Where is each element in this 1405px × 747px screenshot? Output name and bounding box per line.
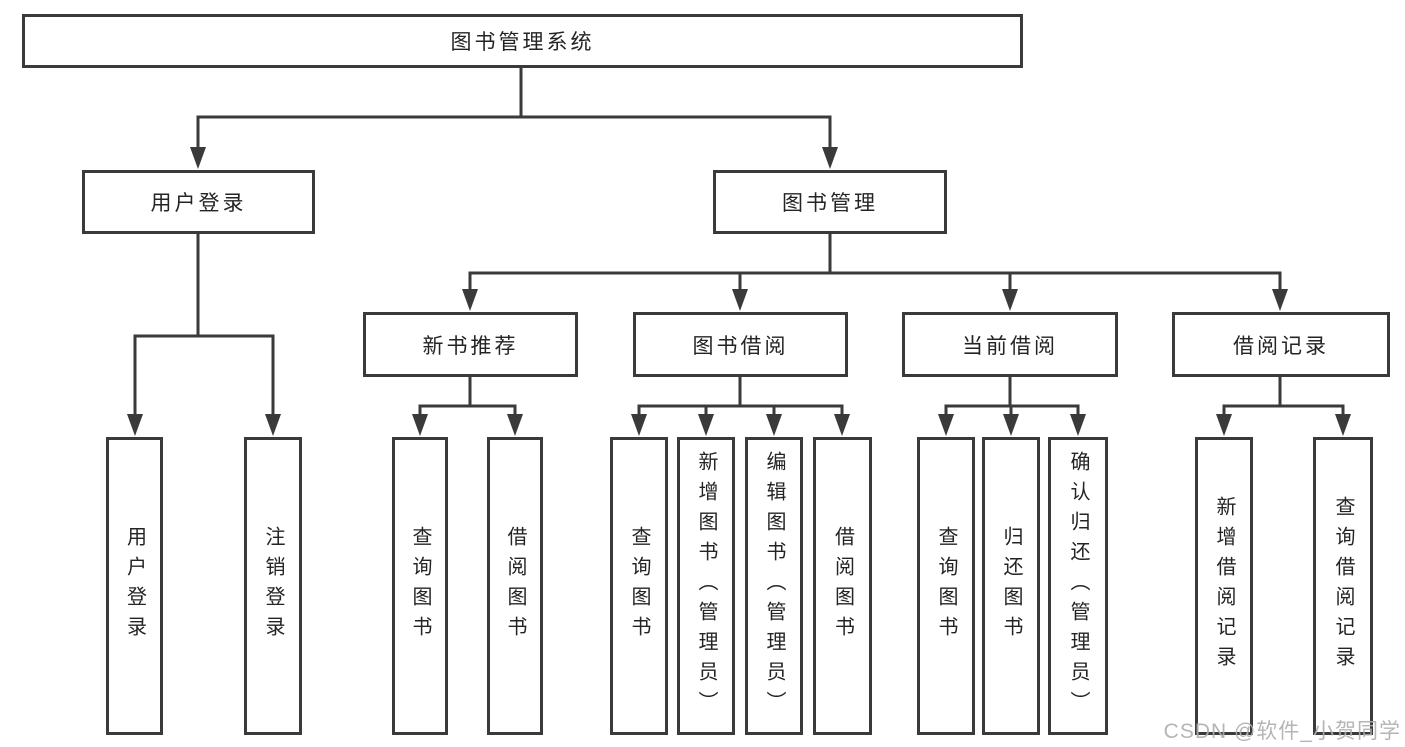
leaf-query-books-current: 查询图书 bbox=[917, 437, 975, 735]
node-library-management-system: 图书管理系统 bbox=[22, 14, 1023, 68]
leaf-borrow-books-recommend: 借阅图书 bbox=[487, 437, 543, 735]
node-new-book-recommend: 新书推荐 bbox=[363, 312, 578, 377]
leaf-add-borrow-record: 新增借阅记录 bbox=[1195, 437, 1253, 735]
leaf-edit-books-admin: 编辑图书（管理员） bbox=[745, 437, 803, 735]
leaf-add-books-admin: 新增图书（管理员） bbox=[677, 437, 735, 735]
node-current-borrowing: 当前借阅 bbox=[902, 312, 1118, 377]
leaf-user-login-label: 用户登录 bbox=[123, 526, 146, 646]
leaf-query-books-current-label: 查询图书 bbox=[935, 526, 957, 646]
node-borrowing-records: 借阅记录 bbox=[1172, 312, 1390, 377]
leaf-logout: 注销登录 bbox=[244, 437, 302, 735]
leaf-query-borrow-record: 查询借阅记录 bbox=[1313, 437, 1373, 735]
leaf-borrow-books-borrowing: 借阅图书 bbox=[813, 437, 872, 735]
leaf-query-books-recommend: 查询图书 bbox=[392, 437, 448, 735]
leaf-borrow-books-borrowing-label: 借阅图书 bbox=[831, 526, 854, 646]
node-book-management: 图书管理 bbox=[713, 170, 947, 234]
leaf-query-books-borrowing-label: 查询图书 bbox=[628, 526, 650, 646]
leaf-return-books-label: 归还图书 bbox=[1000, 526, 1022, 646]
leaf-edit-books-admin-label: 编辑图书（管理员） bbox=[763, 451, 785, 721]
leaf-confirm-return-admin: 确认归还（管理员） bbox=[1048, 437, 1108, 735]
node-book-borrowing: 图书借阅 bbox=[633, 312, 848, 377]
node-user-login: 用户登录 bbox=[82, 170, 315, 234]
leaf-user-login: 用户登录 bbox=[106, 437, 163, 735]
leaf-return-books: 归还图书 bbox=[982, 437, 1040, 735]
leaf-add-borrow-record-label: 新增借阅记录 bbox=[1213, 496, 1235, 676]
leaf-query-books-recommend-label: 查询图书 bbox=[409, 526, 431, 646]
watermark: CSDN @软件_小贺同学 bbox=[1163, 720, 1401, 743]
leaf-logout-label: 注销登录 bbox=[262, 526, 284, 646]
leaf-query-books-borrowing: 查询图书 bbox=[610, 437, 668, 735]
leaf-add-books-admin-label: 新增图书（管理员） bbox=[695, 451, 717, 721]
leaf-query-borrow-record-label: 查询借阅记录 bbox=[1332, 496, 1354, 676]
leaf-borrow-books-recommend-label: 借阅图书 bbox=[504, 526, 526, 646]
leaf-confirm-return-admin-label: 确认归还（管理员） bbox=[1067, 451, 1089, 721]
